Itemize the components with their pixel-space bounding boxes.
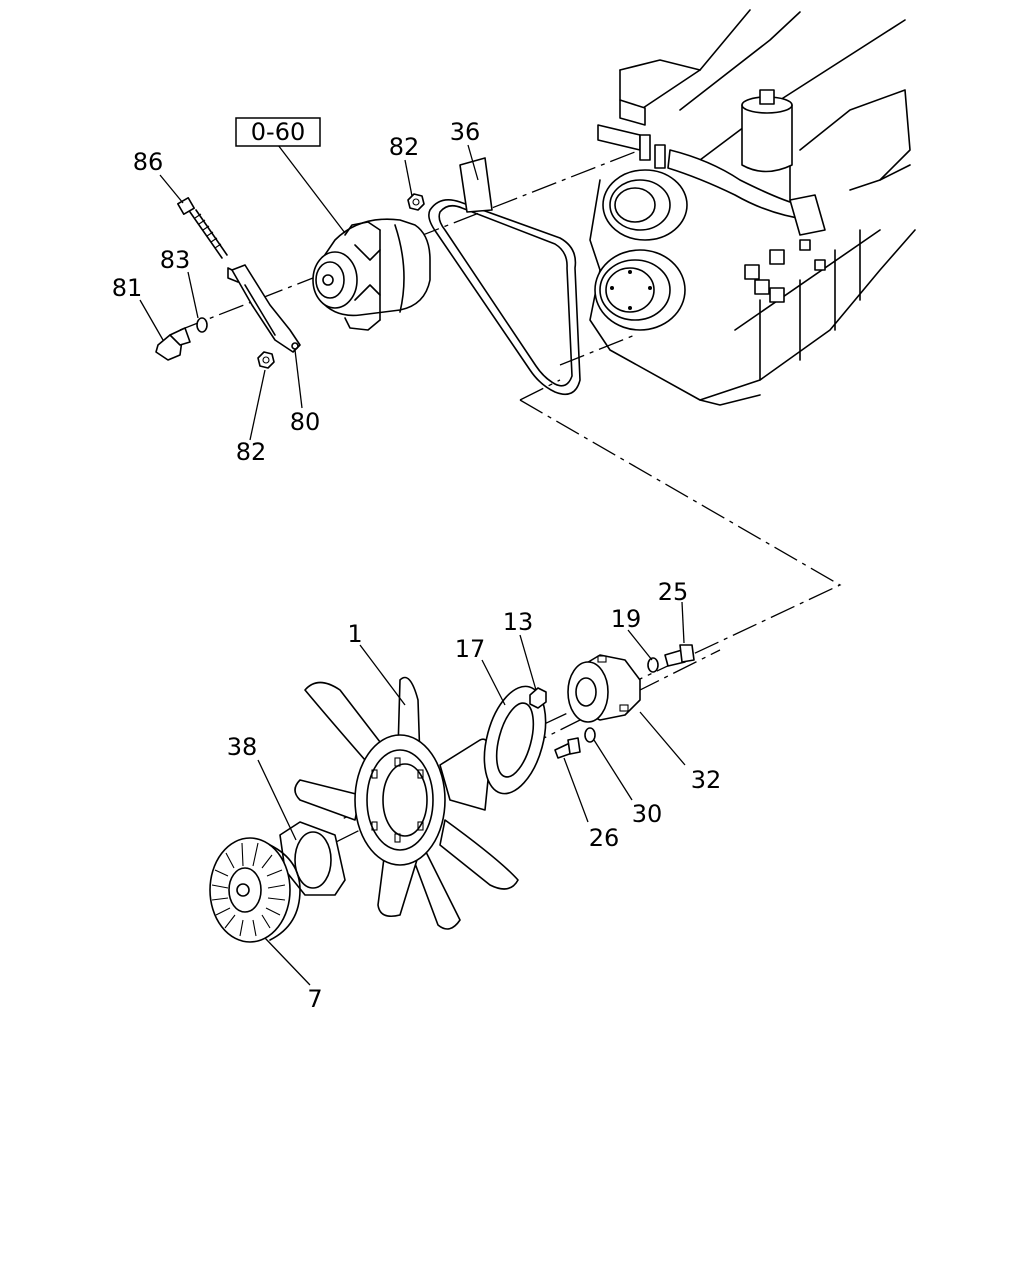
- part-label-86[interactable]: 86: [133, 148, 164, 176]
- part-label-26[interactable]: 26: [589, 824, 620, 852]
- part-label-32[interactable]: 32: [691, 766, 722, 794]
- nut-13: [529, 687, 547, 709]
- part-label-19[interactable]: 19: [611, 605, 642, 633]
- bolt-81: [155, 327, 191, 361]
- part-label-38[interactable]: 38: [227, 733, 258, 761]
- part-label-80[interactable]: 80: [290, 408, 321, 436]
- washer-83: [196, 317, 208, 333]
- part-label-83[interactable]: 83: [160, 246, 191, 274]
- bolt-86: [177, 197, 228, 259]
- washer-30: [584, 727, 596, 743]
- fan-clutch-7: [209, 837, 301, 943]
- part-label-25[interactable]: 25: [658, 578, 689, 606]
- part-label-30[interactable]: 30: [632, 800, 663, 828]
- washer-19: [647, 657, 659, 673]
- reference-box-label: 0-60: [251, 118, 305, 146]
- part-label-82-upper[interactable]: 82: [389, 133, 420, 161]
- alternator-assembly: [227, 218, 431, 353]
- fan-belt: [428, 157, 581, 396]
- leader-lines: [139, 144, 686, 986]
- part-label-17[interactable]: 17: [455, 635, 486, 663]
- bolt-25: [664, 644, 695, 667]
- part-label-82-lower[interactable]: 82: [236, 438, 267, 466]
- hub-32: [567, 654, 641, 723]
- part-label-1[interactable]: 1: [347, 620, 362, 648]
- part-label-81[interactable]: 81: [112, 274, 143, 302]
- spacer-17: [483, 685, 547, 795]
- part-label-13[interactable]: 13: [503, 608, 534, 636]
- part-label-7[interactable]: 7: [307, 985, 322, 1013]
- engine-block: [589, 9, 916, 406]
- fan-blades: [294, 676, 519, 930]
- part-label-36[interactable]: 36: [450, 118, 481, 146]
- bolt-26: [554, 737, 581, 759]
- nut-82-upper: [407, 193, 425, 211]
- reference-box[interactable]: 0-60: [235, 117, 321, 147]
- nut-82-lower: [257, 351, 275, 369]
- part-labels: 86 83 81 82 80 82 36 1 17 13 19 25 32 30…: [112, 118, 722, 1013]
